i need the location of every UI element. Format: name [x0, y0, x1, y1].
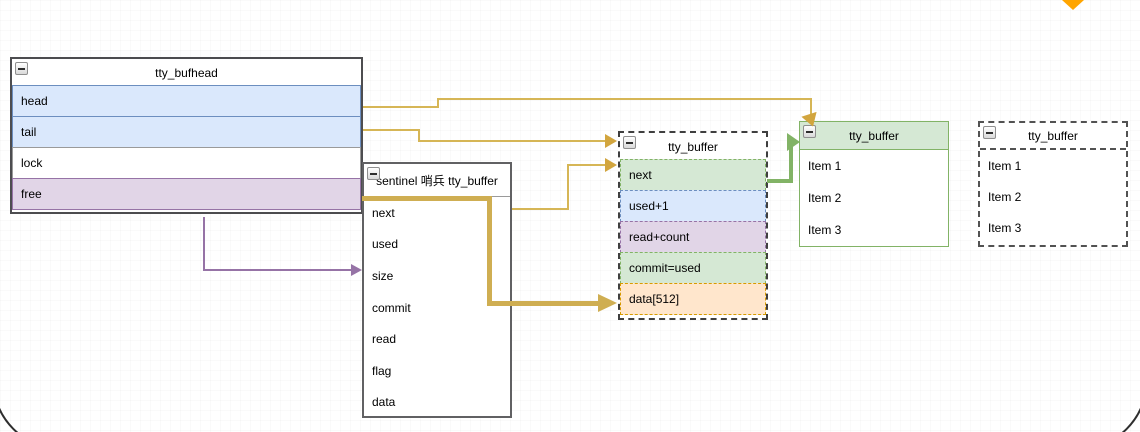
row-free[interactable]: free	[12, 178, 361, 210]
edge-segment[interactable]	[487, 301, 600, 306]
edge-segment[interactable]	[767, 179, 793, 183]
row-head[interactable]: head	[12, 85, 361, 117]
arrowhead-right-icon	[605, 134, 617, 148]
row-label: commit	[372, 300, 411, 315]
item-label: Item 1	[988, 158, 1022, 173]
minus-icon	[18, 68, 25, 70]
tty-buffer-head-title: tty_buffer	[849, 128, 899, 143]
edge-segment[interactable]	[437, 98, 439, 108]
arrowhead-right-icon	[351, 264, 362, 276]
edge-segment[interactable]	[512, 208, 569, 210]
row-label: used+1	[629, 199, 669, 213]
edge-segment[interactable]	[437, 98, 812, 100]
row-sentinel-commit[interactable]: commit	[364, 292, 510, 324]
edge-segment[interactable]	[363, 129, 420, 131]
list-item[interactable]: Item 1	[800, 150, 948, 182]
row-label: read+count	[629, 230, 690, 244]
list-item[interactable]: Item 3	[800, 214, 948, 246]
arrowhead-right-icon	[787, 133, 800, 151]
collapse-icon[interactable]	[367, 167, 380, 180]
edge-segment[interactable]	[810, 98, 812, 117]
row-sentinel-read[interactable]: read	[364, 323, 510, 355]
row-label: next	[629, 168, 652, 182]
item-label: Item 2	[808, 191, 842, 205]
arrowhead-right-icon	[598, 294, 617, 312]
row-lock[interactable]: lock	[12, 147, 361, 179]
item-label: Item 3	[988, 220, 1022, 235]
list-item[interactable]: Item 1	[980, 150, 1126, 181]
tty-bufhead-header[interactable]: tty_bufhead	[12, 59, 361, 86]
tty-buffer-head-header[interactable]: tty_buffer	[800, 122, 948, 150]
item-label: Item 1	[808, 159, 842, 173]
list-item[interactable]: Item 2	[800, 182, 948, 214]
row-used-plus-1[interactable]: used+1	[620, 190, 766, 222]
row-label: read	[372, 332, 397, 347]
sentinel-title: sentinel 哨兵 tty_buffer	[376, 173, 498, 188]
edge-segment[interactable]	[363, 106, 439, 108]
edge-segment[interactable]	[567, 164, 607, 166]
item-label: Item 2	[988, 189, 1022, 204]
minus-icon	[370, 173, 377, 175]
list-item[interactable]: Item 3	[980, 212, 1126, 243]
tty-bufhead-title: tty_bufhead	[155, 65, 218, 80]
edge-segment[interactable]	[487, 196, 492, 306]
row-lock-label: lock	[21, 156, 43, 170]
arrowhead-right-icon	[605, 158, 617, 172]
orange-arrowhead-icon	[1062, 0, 1084, 10]
row-read-count[interactable]: read+count	[620, 221, 766, 253]
row-label: data[512]	[629, 292, 680, 306]
row-free-label: free	[21, 187, 42, 201]
list-item[interactable]: Item 2	[980, 181, 1126, 212]
row-tail-label: tail	[21, 125, 37, 139]
edge-segment[interactable]	[567, 164, 569, 210]
struct-tty-buffer-ghost[interactable]: tty_buffer Item 1 Item 2 Item 3	[978, 121, 1128, 247]
edge-segment[interactable]	[203, 217, 205, 271]
tty-buffer-active-title: tty_buffer	[668, 139, 718, 154]
row-sentinel-flag[interactable]: flag	[364, 355, 510, 387]
item-label: Item 3	[808, 223, 842, 237]
edge-segment[interactable]	[203, 269, 352, 271]
struct-tty-buffer-head[interactable]: tty_buffer Item 1 Item 2 Item 3	[799, 121, 949, 247]
minus-icon	[806, 131, 813, 133]
row-sentinel-used[interactable]: used	[364, 229, 510, 261]
collapse-icon[interactable]	[983, 126, 996, 139]
row-head-label: head	[21, 94, 48, 108]
minus-icon	[626, 142, 633, 144]
collapse-icon[interactable]	[803, 125, 816, 138]
row-label: used	[372, 237, 399, 252]
row-sentinel-size[interactable]: size	[364, 260, 510, 292]
edge-segment[interactable]	[418, 129, 420, 142]
row-label: size	[372, 268, 394, 283]
edge-segment[interactable]	[362, 196, 492, 201]
row-sentinel-next[interactable]: next	[364, 197, 510, 229]
row-label: flag	[372, 363, 392, 378]
edge-segment[interactable]	[418, 140, 607, 142]
row-label: commit=used	[629, 261, 701, 275]
tty-buffer-ghost-header[interactable]: tty_buffer	[980, 123, 1126, 150]
row-label: next	[372, 205, 395, 220]
row-next[interactable]: next	[620, 159, 766, 191]
row-label: data	[372, 395, 396, 410]
edge-segment[interactable]	[789, 141, 793, 183]
collapse-icon[interactable]	[623, 136, 636, 149]
collapse-icon[interactable]	[15, 62, 28, 75]
tty-buffer-active-header[interactable]: tty_buffer	[620, 133, 766, 160]
struct-tty-buffer-active[interactable]: tty_buffer next used+1 read+count commit…	[618, 131, 768, 320]
minus-icon	[986, 132, 993, 134]
row-sentinel-data[interactable]: data	[364, 387, 510, 419]
struct-tty-bufhead[interactable]: tty_bufhead head tail lock free	[10, 57, 363, 214]
row-commit-used[interactable]: commit=used	[620, 252, 766, 284]
row-data-512[interactable]: data[512]	[620, 283, 766, 315]
row-tail[interactable]: tail	[12, 116, 361, 148]
sentinel-header[interactable]: sentinel 哨兵 tty_buffer	[364, 164, 510, 197]
tty-buffer-ghost-title: tty_buffer	[1028, 128, 1078, 143]
